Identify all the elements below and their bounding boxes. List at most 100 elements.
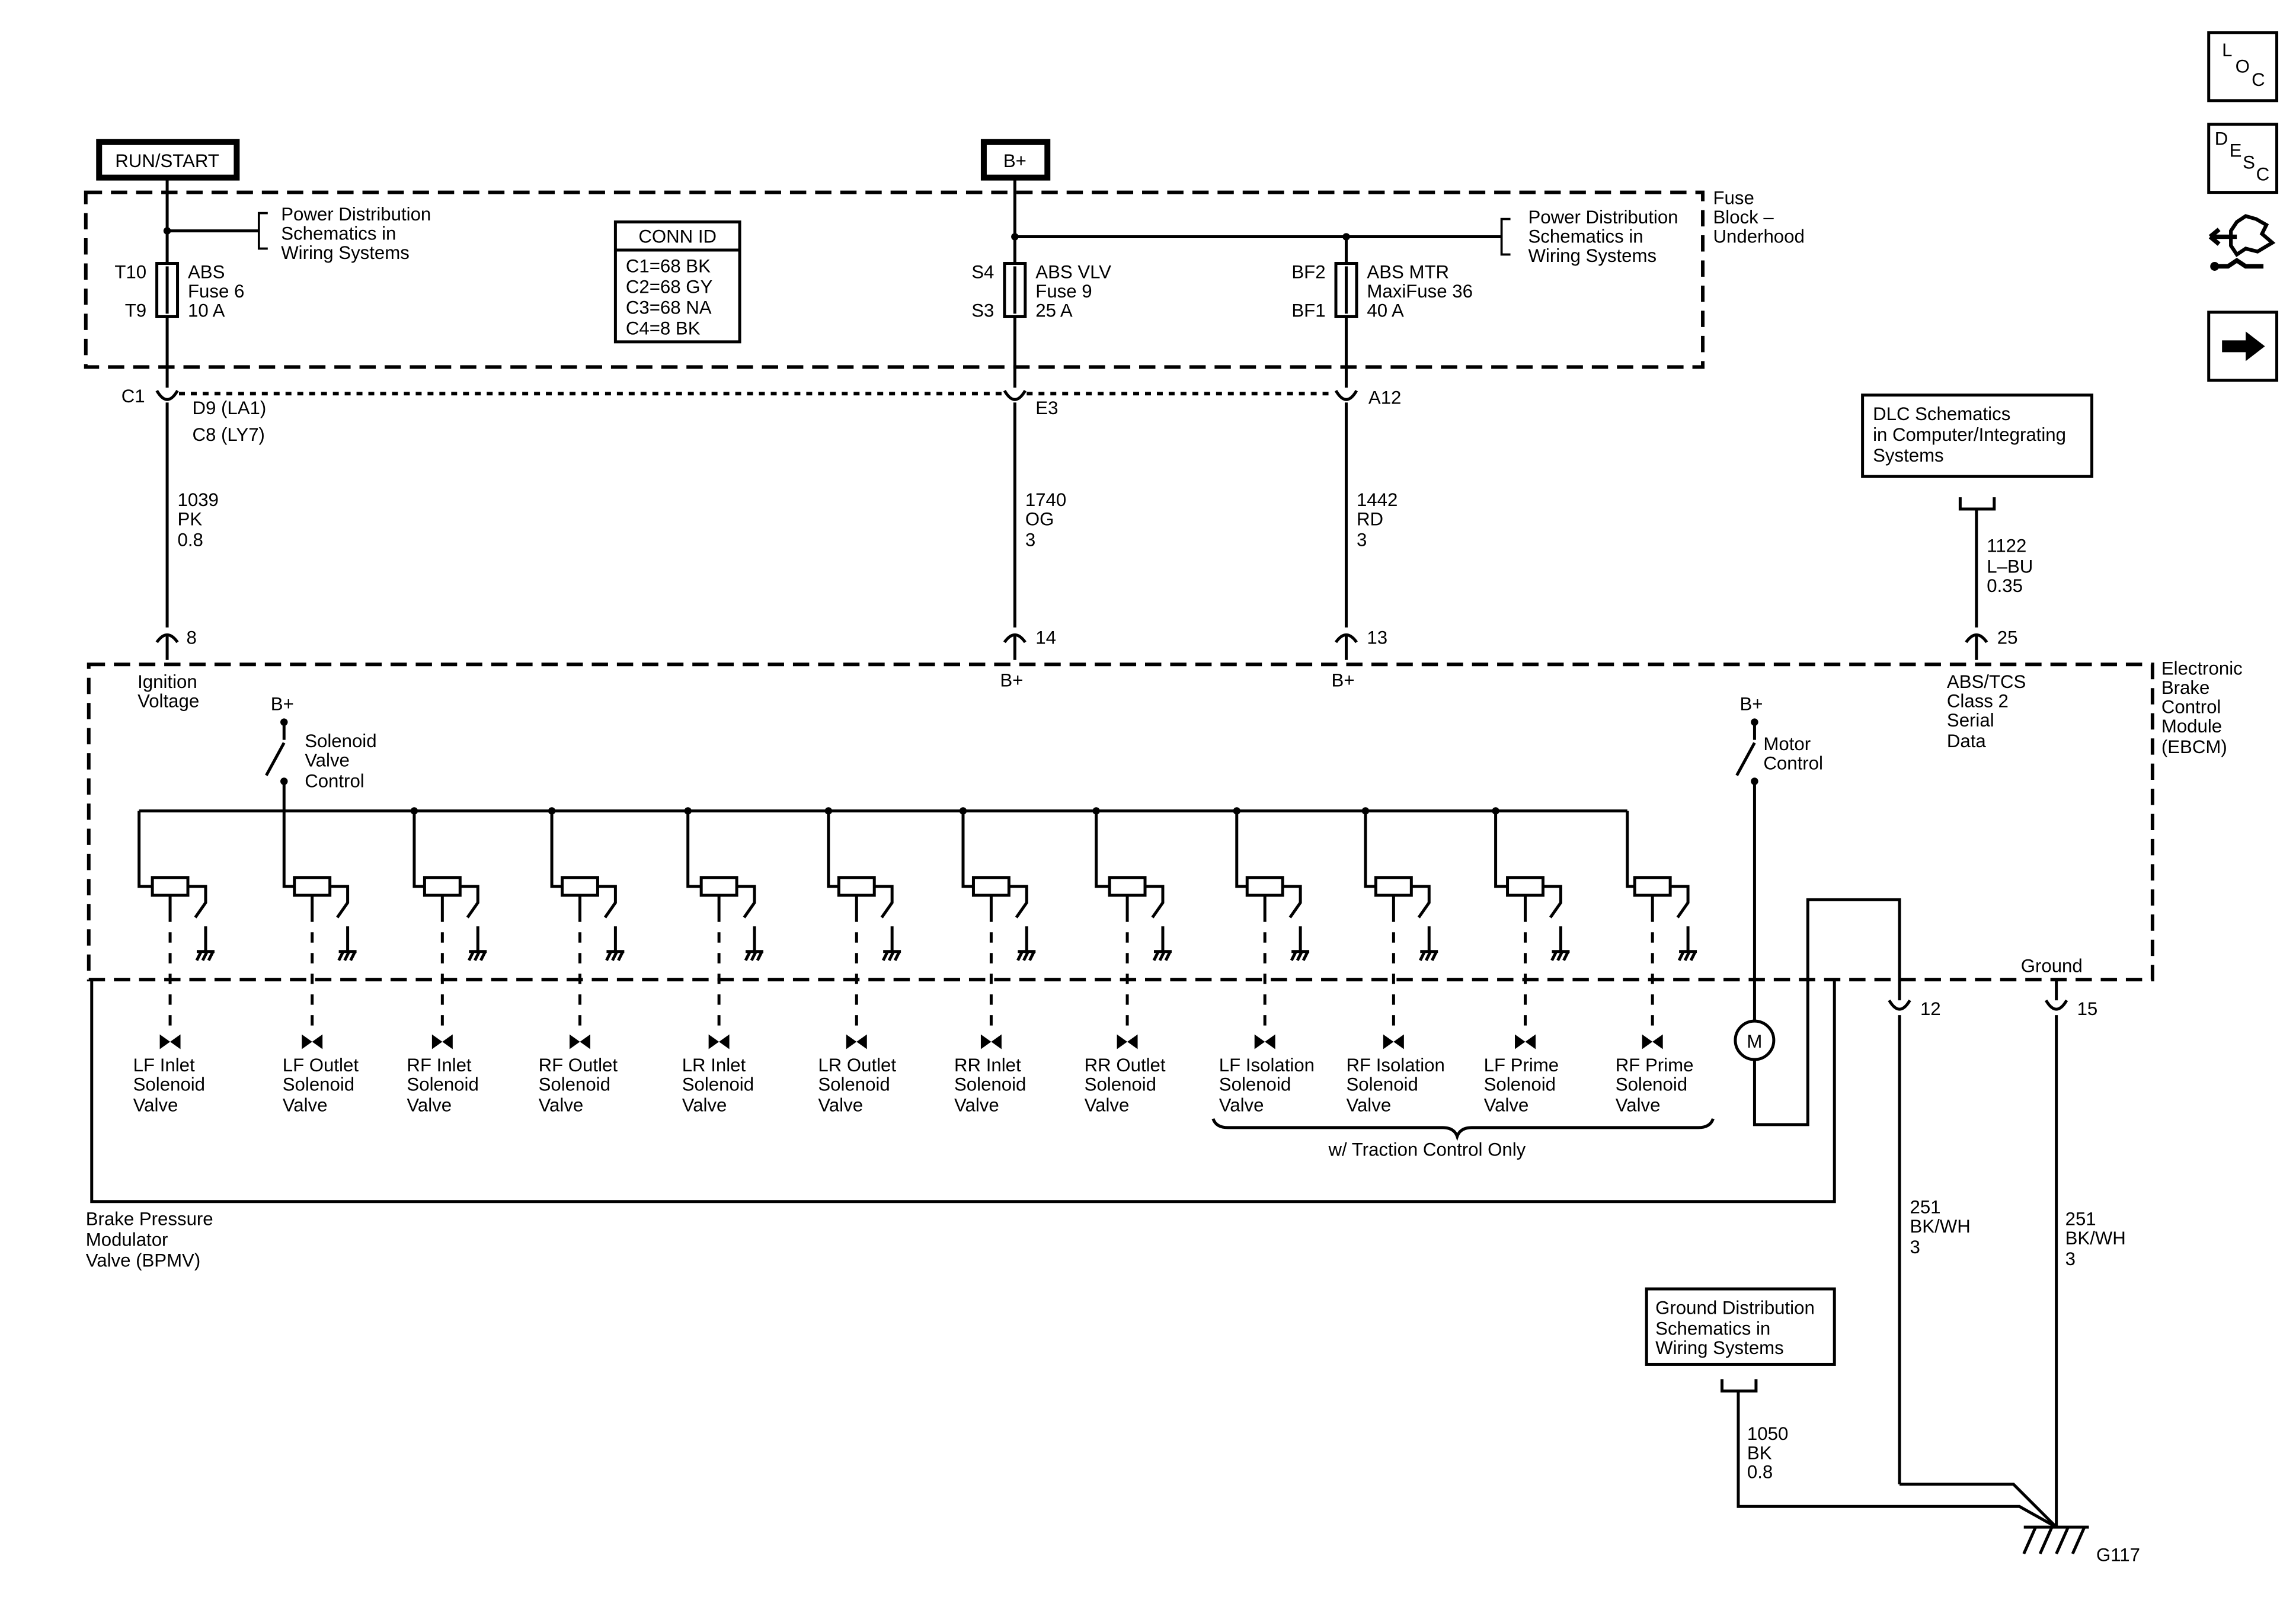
serial-data-line-1: ABS/TCS	[1947, 671, 2026, 692]
fuse-abs-top-pin: T10	[114, 261, 146, 282]
valve-8-line-3: Valve	[1219, 1094, 1264, 1115]
loc-letter-l: L	[2222, 40, 2232, 60]
connector-c8-label: C8 (LY7)	[192, 424, 264, 445]
serial-data-line-4: Data	[1947, 731, 1987, 751]
solenoid-bplus-label: B+	[271, 694, 294, 715]
valve-5-line-1: LR Outlet	[818, 1055, 896, 1076]
valve-8-line-2: Solenoid	[1219, 1074, 1291, 1094]
valve-label-rr-inlet: RR Inlet Solenoid Valve	[954, 1055, 1026, 1115]
valve-label-lr-outlet: LR Outlet Solenoid Valve	[818, 1055, 896, 1115]
wire-1050-color: BK	[1747, 1442, 1772, 1463]
solenoid-driver-5	[686, 811, 764, 961]
valve-10-line-1: LF Prime	[1484, 1055, 1559, 1076]
fuse-block-label-3: Underhood	[1713, 226, 1805, 247]
solenoid-driver-10	[1364, 811, 1438, 961]
valve-label-lf-isolation: LF Isolation Solenoid Valve	[1219, 1055, 1315, 1115]
wire-1050-circuit: 1050	[1747, 1423, 1788, 1444]
loc-button[interactable]: L O C	[2207, 31, 2279, 103]
valve-3-line-2: Solenoid	[539, 1074, 610, 1094]
valve-10-line-3: Valve	[1484, 1094, 1529, 1115]
connector-c1-d9: C1 D9 (LA1) C8 (LY7)	[121, 386, 267, 445]
valve-1-line-3: Valve	[283, 1094, 328, 1115]
loc-letter-c: C	[2252, 69, 2265, 90]
fuse-abs-name: ABS	[188, 261, 225, 282]
ground-g117: G117	[2022, 1525, 2140, 1566]
dlc-ref-line-1: DLC Schematics	[1873, 404, 2010, 424]
bpmv-line-2: Modulator	[86, 1230, 168, 1250]
valve-8-line-1: LF Isolation	[1219, 1055, 1315, 1076]
connector-icon[interactable]	[2208, 214, 2276, 271]
fuse-mtr-top-pin: BF2	[1291, 261, 1325, 282]
dlc-schematics-ref[interactable]: DLC Schematics in Computer/Integrating S…	[1861, 393, 2094, 478]
valve-3-line-3: Valve	[539, 1094, 584, 1115]
valve-0-line-2: Solenoid	[133, 1074, 205, 1094]
wire-251a-color: BK/WH	[1910, 1216, 1971, 1237]
desc-button[interactable]: D E S C	[2207, 123, 2279, 194]
fuse-abs: T10 T9 ABS Fuse 6 10 A	[114, 261, 244, 321]
wire-251a-circuit: 251	[1910, 1197, 1941, 1218]
power-distribution-ref-right[interactable]: Power Distribution Schematics in Wiring …	[1500, 207, 1678, 266]
battery-label: B+	[1003, 151, 1027, 171]
ground-distribution-ref[interactable]: Ground Distribution Schematics in Wiring…	[1645, 1287, 1836, 1366]
motor-symbol-label: M	[1747, 1031, 1762, 1052]
fuse-vlv-name: ABS VLV	[1035, 261, 1111, 282]
traction-control-bracket	[1211, 1118, 1715, 1141]
valve-label-rf-isolation: RF Isolation Solenoid Valve	[1346, 1055, 1444, 1115]
power-distribution-ref-left[interactable]: Power Distribution Schematics in Wiring …	[257, 204, 431, 263]
conn-id-table: CONN ID C1=68 BK C2=68 GY C3=68 NA C4=8 …	[613, 220, 741, 344]
ebcm-pin-15: 15	[2044, 980, 2097, 1019]
wire-1740-color: OG	[1025, 509, 1054, 530]
run-start-source: RUN/START	[96, 139, 240, 181]
solenoid-driver-4	[550, 811, 625, 961]
motor-control-line-2: Control	[1763, 753, 1823, 774]
fuse-block-label-2: Block –	[1713, 207, 1774, 228]
wire-1122-gauge: 0.35	[1987, 575, 2023, 596]
valve-symbols	[159, 1034, 1663, 1049]
ebcm-label-3: Control	[2161, 697, 2221, 718]
b-plus-pin-13-label: B+	[1332, 670, 1355, 691]
wire-1740-label: 1740 OG 3	[1025, 489, 1066, 550]
conn-id-line-4: C4=8 BK	[626, 318, 701, 338]
serial-data-line-2: Class 2	[1947, 691, 2009, 712]
wire-1442-color: RD	[1357, 509, 1383, 530]
fuse-mtr-rating: 40 A	[1367, 300, 1404, 321]
arrow-right-icon	[2222, 331, 2265, 361]
pd-right-line-2: Schematics in	[1528, 226, 1643, 247]
wire-251b-gauge: 3	[2065, 1249, 2076, 1269]
solenoid-control-line-3: Control	[305, 771, 364, 792]
next-page-button[interactable]	[2207, 311, 2279, 382]
bpmv-line-3: Valve (BPMV)	[86, 1250, 200, 1271]
ebcm-pin-8: 8	[155, 627, 197, 660]
connector-a12: A12	[1334, 388, 1401, 408]
ground-label: Ground	[2021, 956, 2083, 977]
battery-source: B+	[980, 139, 1051, 181]
fuse-vlv-rating: 25 A	[1035, 300, 1073, 321]
connector-a12-label: A12	[1368, 388, 1401, 408]
conn-id-line-3: C3=68 NA	[626, 297, 712, 318]
fuse-abs-mtr: BF2 BF1 ABS MTR MaxiFuse 36 40 A	[1291, 261, 1473, 321]
wire-1122-circuit: 1122	[1987, 535, 2026, 556]
valve-1-line-1: LF Outlet	[283, 1055, 359, 1076]
wire-1039-color: PK	[178, 509, 203, 530]
pd-left-line-2: Schematics in	[281, 223, 396, 244]
conn-id-line-2: C2=68 GY	[626, 276, 713, 297]
valve-label-rr-outlet: RR Outlet Solenoid Valve	[1085, 1055, 1166, 1115]
pin-14-label: 14	[1035, 627, 1056, 648]
fuse-abs-bottom-pin: T9	[125, 300, 146, 321]
loc-letter-o: O	[2236, 56, 2250, 76]
ground-ref-line-1: Ground Distribution	[1655, 1298, 1815, 1318]
ebcm-outline	[87, 662, 2154, 982]
wire-1122-color: L–BU	[1987, 556, 2033, 577]
wire-1039-gauge: 0.8	[178, 529, 203, 550]
valve-label-lr-inlet: LR Inlet Solenoid Valve	[682, 1055, 754, 1115]
wire-1122-label: 1122 L–BU 0.35	[1987, 535, 2033, 596]
pd-right-line-3: Wiring Systems	[1528, 245, 1657, 266]
valve-10-line-2: Solenoid	[1484, 1074, 1556, 1094]
serial-data-label: ABS/TCS Class 2 Serial Data	[1947, 671, 2026, 751]
valve-4-line-1: LR Inlet	[682, 1055, 746, 1076]
solenoid-control-line-2: Valve	[305, 750, 350, 771]
valve-label-rf-outlet: RF Outlet Solenoid Valve	[539, 1055, 618, 1115]
desc-letter-d: D	[2215, 129, 2228, 149]
valve-7-line-3: Valve	[1085, 1094, 1130, 1115]
